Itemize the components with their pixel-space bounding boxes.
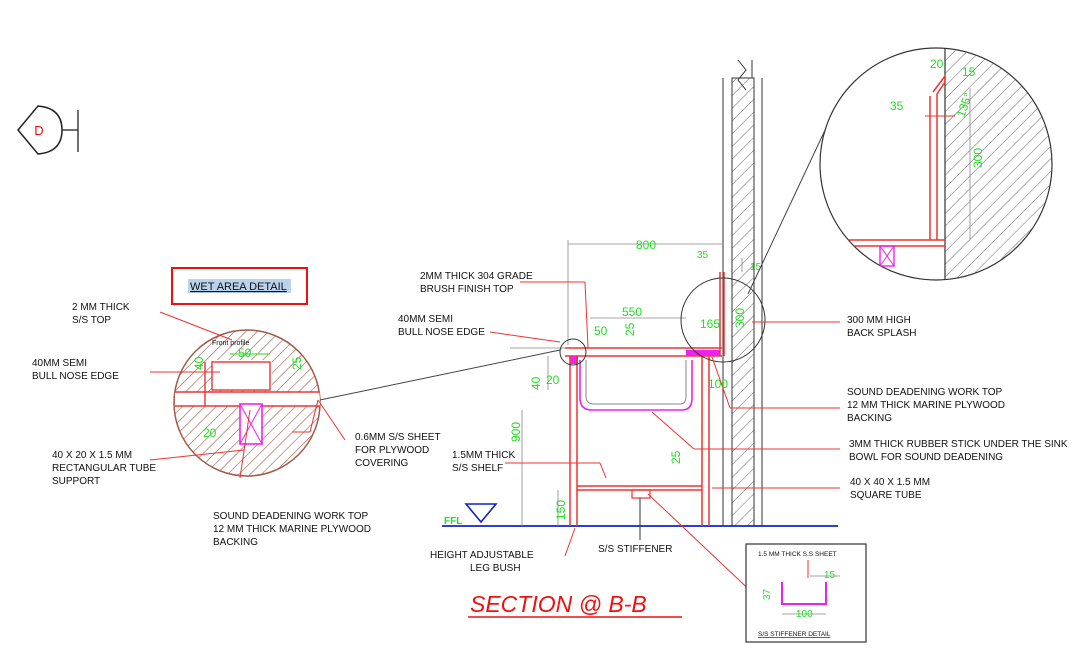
main-back-splash-1: 300 MM HIGH xyxy=(847,315,911,326)
dim-50: 50 xyxy=(594,324,608,338)
main-sound-dead-1: SOUND DEADENING WORK TOP xyxy=(847,387,1003,398)
front-profile-label: Front profile xyxy=(212,340,249,347)
stiffener-detail-header: 1.5 MM THICK S.S SHEET xyxy=(758,551,837,558)
stiffener-dim-15: 15 xyxy=(824,570,836,581)
main-leg-bush-2: LEG BUSH xyxy=(470,563,521,574)
dim-800: 800 xyxy=(636,238,656,252)
left-rect-tube-3: SUPPORT xyxy=(52,476,100,487)
left-ss-top-2: S/S TOP xyxy=(72,315,111,326)
left-callout-connector xyxy=(319,349,561,401)
left-sound-dead-3: BACKING xyxy=(213,537,258,548)
right-detail-callout: 20 15 35 135° 300 xyxy=(819,47,1053,281)
dim-25b: 25 xyxy=(669,450,683,464)
left-sound-dead-2: 12 MM THICK MARINE PLYWOOD xyxy=(213,524,371,535)
left-ss-top-1: 2 MM THICK xyxy=(72,302,130,313)
left-dim-20: 20 xyxy=(203,426,217,440)
section-title: SECTION @ B-B xyxy=(468,591,682,618)
dim-35: 35 xyxy=(697,250,709,261)
main-shelf-1: 1.5MM THICK xyxy=(452,450,515,461)
stiffener-detail-box: 1.5 MM THICK S.S SHEET 15 37 100 S/S STI… xyxy=(745,543,867,643)
left-dim-40: 40 xyxy=(192,356,206,370)
main-sound-dead-3: BACKING xyxy=(847,413,892,424)
main-rubber-1: 3MM THICK RUBBER STICK UNDER THE SINK xyxy=(849,439,1068,450)
stiffener-dim-100: 100 xyxy=(796,609,813,620)
section-marker: D xyxy=(17,105,79,155)
dim-20: 20 xyxy=(546,373,560,387)
main-back-splash-2: BACK SPLASH xyxy=(847,328,916,339)
main-square-tube-1: 40 X 40 X 1.5 MM xyxy=(850,477,930,488)
main-top-304-2: BRUSH FINISH TOP xyxy=(420,284,514,295)
left-rect-tube-2: RECTANGULAR TUBE xyxy=(52,463,156,474)
dim-165: 165 xyxy=(700,317,720,331)
stiffener-dim-37: 37 xyxy=(762,588,773,600)
right-dim-35: 35 xyxy=(890,99,904,113)
main-rubber-2: BOWL FOR SOUND DEADENING xyxy=(849,452,1003,463)
left-labels: 2 MM THICK S/S TOP 40MM SEMI BULL NOSE E… xyxy=(32,302,441,548)
dim-100: 100 xyxy=(708,377,728,391)
dim-900: 900 xyxy=(509,422,523,442)
wet-area-title: WET AREA DETAIL xyxy=(190,281,287,293)
section-marker-label: D xyxy=(34,123,43,138)
main-shelf-2: S/S SHELF xyxy=(452,463,503,474)
right-callout-connector xyxy=(747,127,827,295)
main-bull-nose-2: BULL NOSE EDGE xyxy=(398,327,485,338)
dim-150: 150 xyxy=(554,500,568,520)
main-bull-nose-1: 40MM SEMI xyxy=(398,314,453,325)
left-sheet-2: FOR PLYWOOD xyxy=(355,445,429,456)
left-sound-dead-1: SOUND DEADENING WORK TOP xyxy=(213,511,369,522)
main-labels: 2MM THICK 304 GRADE BRUSH FINISH TOP 40M… xyxy=(398,271,1068,599)
ffl-label: FFL xyxy=(444,516,462,527)
left-sheet-3: COVERING xyxy=(355,458,409,469)
left-rect-tube-1: 40 X 20 X 1.5 MM xyxy=(52,450,132,461)
dim-15: 15 xyxy=(750,262,762,273)
dim-550: 550 xyxy=(622,305,642,319)
dim-40: 40 xyxy=(529,376,543,390)
right-dim-20: 20 xyxy=(930,57,944,71)
main-square-tube-2: SQUARE TUBE xyxy=(850,490,922,501)
left-sheet-1: 0.6MM S/S SHEET xyxy=(355,432,441,443)
main-leg-bush-1: HEIGHT ADJUSTABLE xyxy=(430,550,534,561)
left-detail-callout: Front profile 50 40 25 20 xyxy=(173,329,321,477)
left-dim-50: 50 xyxy=(238,346,252,360)
dim-300: 300 xyxy=(733,308,747,328)
main-top-304-1: 2MM THICK 304 GRADE xyxy=(420,271,533,282)
dim-25: 25 xyxy=(623,322,637,336)
stiffener-detail-footer: S/S STIFFENER DETAIL xyxy=(758,631,831,638)
left-bull-nose-2: BULL NOSE EDGE xyxy=(32,371,119,382)
wet-area-detail-box: WET AREA DETAIL xyxy=(171,267,308,305)
section-title-text: SECTION @ B-B xyxy=(470,591,647,617)
main-sound-dead-2: 12 MM THICK MARINE PLYWOOD xyxy=(847,400,1005,411)
right-dim-15: 15 xyxy=(962,65,976,79)
left-dim-25: 25 xyxy=(290,356,304,370)
main-stiffener: S/S STIFFENER xyxy=(598,544,672,555)
right-dim-300: 300 xyxy=(971,148,985,168)
main-section: FFL 800 550 35 15 50 xyxy=(442,59,838,527)
left-bull-nose-1: 40MM SEMI xyxy=(32,358,87,369)
